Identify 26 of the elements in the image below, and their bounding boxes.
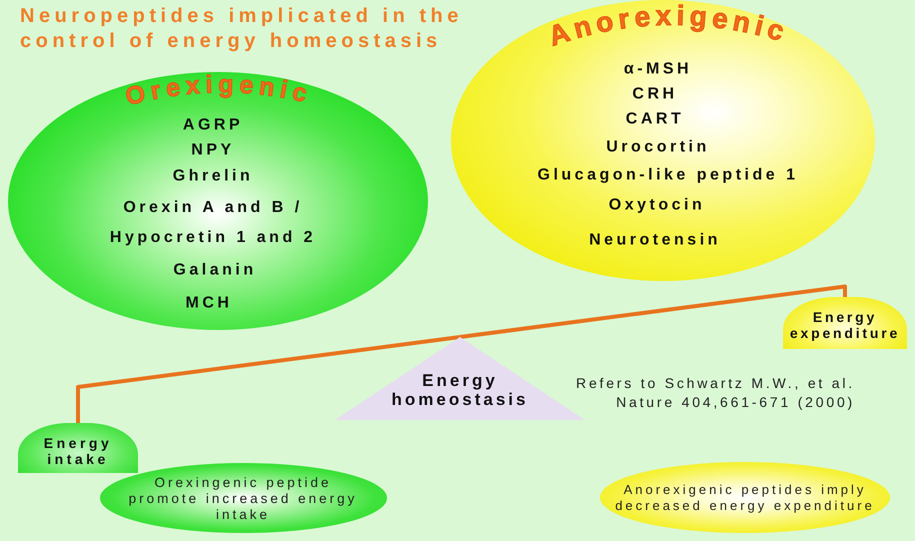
peptide-name: Glucagon-like peptide 1 xyxy=(538,166,798,184)
circle-heading: Orexigenic xyxy=(122,70,315,112)
circle-heading: Anorexigenic xyxy=(544,0,792,52)
peptide-name: α-MSH xyxy=(624,60,692,78)
node-label: Energy homeostasis xyxy=(392,371,528,409)
node-label: Energy intake xyxy=(44,435,112,467)
citation: Refers to Schwartz M.W., et al. Nature 404,661-671 (2000) xyxy=(575,374,855,412)
peptide-name: Oxytocin xyxy=(608,196,706,214)
peptide-name: Neurotensin xyxy=(589,230,721,250)
note-text: Orexingenic peptide promote increased energy intake xyxy=(128,475,358,523)
peptide-name: Ghrelin xyxy=(172,166,254,186)
peptide-name: Galanin xyxy=(173,260,257,280)
node-label: Energy expenditure xyxy=(790,309,900,341)
peptide-name: Urocortin xyxy=(606,138,710,156)
beam-arm xyxy=(460,284,847,339)
peptide-name: NPY xyxy=(191,140,235,160)
balance-pan xyxy=(18,423,138,473)
peptide-name: CART xyxy=(626,110,684,128)
balance-pan xyxy=(783,297,907,349)
title: Neuropeptides implicated in the control of energy homeostasis xyxy=(20,4,464,54)
note-text: Anorexigenic peptides imply decreased energy expenditure xyxy=(614,482,876,514)
peptide-name: Orexin A and B / Hypocretin 1 and 2 xyxy=(108,198,318,248)
beam-arm xyxy=(76,335,460,423)
peptide-name: MCH xyxy=(186,294,232,312)
peptide-name: AGRP xyxy=(182,116,244,134)
peptide-name: CRH xyxy=(632,84,678,104)
